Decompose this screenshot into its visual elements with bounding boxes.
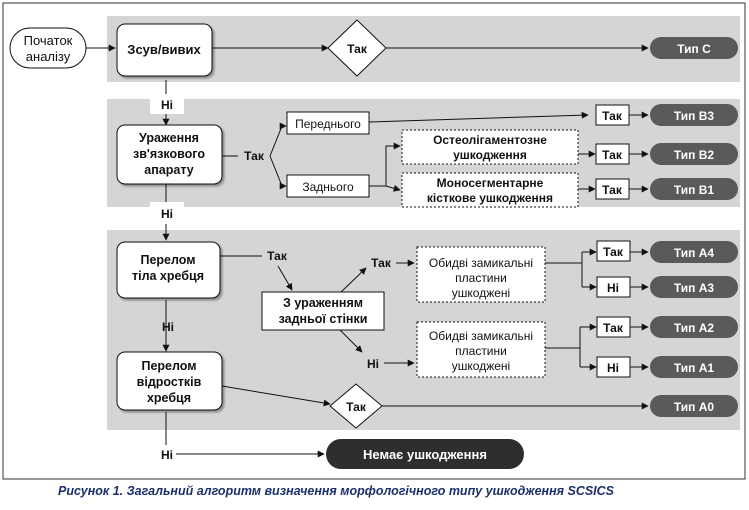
svg-text:Так: Так [603, 245, 624, 259]
process-fracture-node: Перелом відростків хребця [116, 351, 223, 411]
svg-text:Тип С: Тип С [677, 42, 711, 56]
svg-text:Початок: Початок [24, 33, 73, 48]
type-b3-badge: Тип В3 [650, 104, 738, 126]
svg-text:Ні: Ні [161, 207, 173, 221]
no-label-4: Ні [161, 448, 173, 462]
svg-text:ушкоджені: ушкоджені [452, 286, 510, 300]
type-a4-badge: Тип А4 [650, 241, 738, 263]
yes-label-body: Так [267, 249, 288, 263]
yes-box-b2: Так [595, 143, 630, 165]
svg-text:апарату: апарату [144, 163, 193, 177]
svg-text:Немає ушкодження: Немає ушкодження [363, 447, 487, 462]
type-b2-badge: Тип В2 [650, 143, 738, 165]
yes-box-b3: Так [595, 104, 630, 126]
svg-text:Ні: Ні [161, 98, 173, 112]
yes-diamond-c: Так [327, 19, 387, 77]
svg-text:задньої стінки: задньої стінки [279, 312, 368, 326]
svg-text:Тип А3: Тип А3 [674, 281, 714, 295]
yes-box-a4: Так [596, 240, 631, 262]
posterior-wall-node: З ураженням задньої стінки [261, 291, 385, 331]
svg-text:Ні: Ні [607, 361, 619, 375]
svg-text:Так: Так [602, 148, 623, 162]
type-b1-badge: Тип В1 [650, 178, 738, 200]
svg-text:Остеолігаментозне: Остеолігаментозне [433, 133, 547, 147]
svg-text:Тип В2: Тип В2 [674, 148, 714, 162]
osteoligamentous-node: Остеолігаментозне ушкодження [401, 129, 579, 165]
svg-text:Тип А1: Тип А1 [674, 361, 714, 375]
svg-text:пластини: пластини [455, 271, 507, 285]
body-fracture-node: Перелом тіла хребця [116, 241, 221, 299]
no-box-a1: Ні [596, 356, 631, 378]
start-node: Початок аналізу [9, 27, 87, 69]
monosegmental-node: Моносегментарне кісткове ушкодження [401, 172, 579, 208]
svg-text:Тип В3: Тип В3 [674, 109, 714, 123]
no-box-a3: Ні [596, 276, 631, 298]
svg-text:тіла хребця: тіла хребця [132, 269, 204, 283]
no-label-wall: Ні [367, 357, 379, 371]
svg-text:Перелом: Перелом [140, 253, 195, 267]
svg-text:Перелом: Перелом [141, 359, 196, 373]
svg-text:ушкодження: ушкодження [453, 148, 527, 162]
svg-text:зв'язкового: зв'язкового [133, 147, 205, 161]
svg-text:Тип А2: Тип А2 [674, 321, 714, 335]
algorithm-flowchart: Початок аналізу Зсув/вивих Так Ні Уражен… [2, 2, 746, 480]
svg-text:Тип А4: Тип А4 [674, 246, 714, 260]
svg-text:відростків: відростків [137, 375, 202, 389]
svg-text:Заднього: Заднього [302, 180, 354, 194]
yes-box-a2: Так [596, 316, 631, 338]
svg-text:Ні: Ні [607, 281, 619, 295]
yes-diamond-a0: Так [329, 383, 383, 429]
svg-text:Так: Так [603, 321, 624, 335]
no-injury-node: Немає ушкодження [326, 439, 524, 469]
type-a2-badge: Тип А2 [650, 316, 738, 338]
svg-text:Ураження: Ураження [139, 131, 199, 145]
posterior-node: Заднього [286, 174, 370, 198]
svg-text:Так: Так [347, 42, 368, 56]
yes-label-ligament: Так [244, 149, 265, 163]
type-a1-badge: Тип А1 [650, 356, 738, 378]
type-a3-badge: Тип А3 [650, 276, 738, 298]
no-label-1: Ні [150, 94, 184, 114]
connectors [86, 44, 649, 458]
svg-text:Зсув/вивих: Зсув/вивих [127, 42, 201, 57]
yes-box-b1: Так [595, 178, 630, 200]
no-label-2: Ні [150, 202, 184, 224]
no-label-3: Ні [162, 320, 174, 334]
svg-text:Тип А0: Тип А0 [674, 400, 714, 414]
svg-text:ушкоджені: ушкоджені [452, 359, 510, 373]
svg-text:хребця: хребця [147, 391, 191, 405]
svg-text:Обидві замикальні: Обидві замикальні [429, 329, 533, 343]
svg-text:Так: Так [602, 183, 623, 197]
type-c-badge: Тип С [650, 37, 738, 59]
anterior-node: Переднього [286, 111, 370, 135]
svg-text:Так: Так [346, 400, 367, 414]
svg-text:пластини: пластини [455, 344, 507, 358]
ligament-injury-node: Ураження зв'язкового апарату [116, 124, 223, 185]
yes-label-wall: Так [371, 256, 392, 270]
svg-text:З ураженням: З ураженням [283, 296, 363, 310]
figure-caption: Рисунок 1. Загальний алгоритм визначення… [58, 484, 615, 498]
endplates-node-2: Обидві замикальні пластини ушкоджені [416, 321, 546, 378]
type-a0-badge: Тип А0 [650, 395, 738, 417]
svg-text:Обидві замикальні: Обидві замикальні [429, 256, 533, 270]
displacement-node: Зсув/вивих [116, 23, 213, 77]
endplates-node-1: Обидві замикальні пластини ушкоджені [416, 246, 546, 303]
svg-text:Так: Так [602, 109, 623, 123]
svg-text:Переднього: Переднього [295, 117, 361, 131]
svg-text:Тип В1: Тип В1 [674, 183, 714, 197]
svg-text:кісткове ушкодження: кісткове ушкодження [427, 191, 553, 205]
svg-text:Моносегментарне: Моносегментарне [437, 176, 544, 190]
svg-text:аналізу: аналізу [26, 49, 71, 64]
